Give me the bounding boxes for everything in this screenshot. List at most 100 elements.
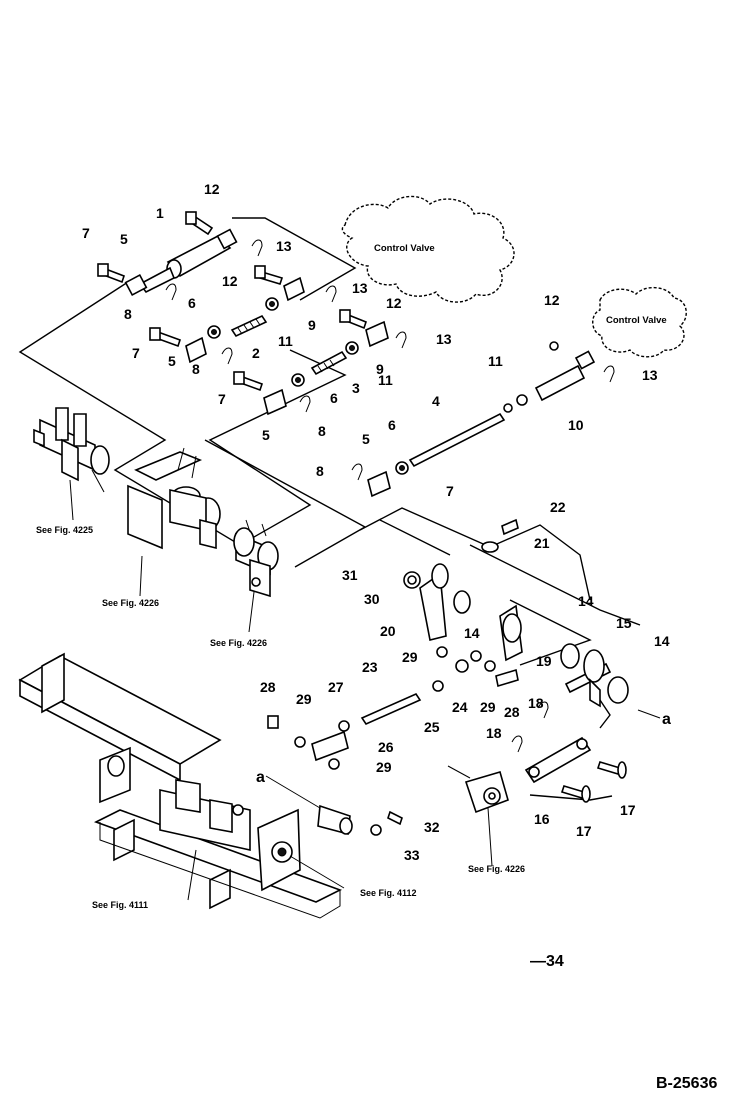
bolt-part-17-a — [596, 761, 627, 779]
callout-13: 13 — [436, 331, 452, 347]
callout-9: 9 — [376, 361, 384, 377]
rod-part-3 — [291, 341, 359, 387]
callout-6: 6 — [188, 295, 196, 311]
callout-8: 8 — [316, 463, 324, 479]
callout-18: 18 — [528, 695, 544, 711]
valve-block-assembly — [159, 779, 251, 851]
callout-29: 29 — [296, 691, 312, 707]
bolt-part-32-nut-33 — [370, 810, 403, 836]
callout-21: 21 — [534, 535, 550, 551]
callout-14: 14 — [578, 593, 594, 609]
callout-12: 12 — [222, 273, 238, 289]
callout-30: 30 — [364, 591, 380, 607]
leader-lines — [69, 479, 661, 901]
see-fig-4112-label: See Fig. 4112 — [360, 888, 417, 898]
callout-15: 15 — [616, 615, 632, 631]
callout-28: 28 — [504, 704, 520, 720]
callout-11: 11 — [278, 333, 293, 349]
callout-29: 29 — [376, 759, 392, 775]
callout-22: 22 — [550, 499, 566, 515]
callout-20: 20 — [380, 623, 396, 639]
callout-5: 5 — [168, 353, 176, 369]
callout-6: 6 — [388, 417, 396, 433]
callout-25: 25 — [424, 719, 440, 735]
washer-part-21-bolt-22 — [481, 518, 519, 553]
drawing-code: B-25636 — [656, 1075, 717, 1092]
callout-12: 12 — [544, 292, 560, 308]
callout-9: 9 — [308, 317, 316, 333]
callout-13: 13 — [276, 238, 292, 254]
clevis-part-5-low — [233, 371, 287, 416]
callout-28: 28 — [260, 679, 276, 695]
cylinder-part-1 — [124, 228, 238, 297]
lever-part-15 — [564, 649, 612, 708]
callout-19: 19 — [536, 653, 552, 669]
link-part-16 — [524, 736, 592, 784]
callout-8: 8 — [318, 423, 326, 439]
callout-3: 3 — [352, 380, 360, 396]
assembly-fig-4226-lower — [233, 519, 279, 598]
callout-labels: 1 12 7 5 13 12 13 8 6 12 11 9 13 7 2 5 8… — [82, 181, 670, 863]
bracket-fig-4226-right — [447, 765, 509, 814]
callout-6: 6 — [330, 390, 338, 406]
callout-29: 29 — [480, 699, 496, 715]
callout-8: 8 — [124, 306, 132, 322]
cotter-pins — [165, 239, 615, 753]
see-fig-4226-label-c: See Fig. 4226 — [468, 864, 525, 874]
callout-32: 32 — [424, 819, 440, 835]
callout-33: 33 — [404, 847, 420, 863]
callout-7: 7 — [218, 391, 226, 407]
callout-29: 29 — [402, 649, 418, 665]
callout-24: 24 — [452, 699, 468, 715]
callout-13: 13 — [352, 280, 368, 296]
lever-part-19 — [499, 604, 523, 662]
assembly-fig-4226-middle — [127, 447, 221, 550]
reference-notes: Control Valve Control Valve See Fig. 422… — [36, 243, 671, 910]
bushing-part-14-a — [453, 590, 471, 614]
bolt-part-17-b — [560, 785, 591, 803]
clevis-part-9-upper — [254, 265, 305, 302]
callout-14: 14 — [654, 633, 670, 649]
control-valve-label-right: Control Valve — [606, 315, 667, 326]
callout-2: 2 — [252, 345, 260, 361]
callout-7: 7 — [132, 345, 140, 361]
see-fig-4226-label-a: See Fig. 4226 — [102, 598, 159, 608]
callout-1: 1 — [156, 205, 164, 221]
callout-16: 16 — [534, 811, 550, 827]
callout-7: 7 — [82, 225, 90, 241]
callout-13: 13 — [642, 367, 658, 383]
callout-12: 12 — [204, 181, 220, 197]
lever-part-20 — [403, 563, 449, 641]
rod-end-part-10 — [534, 341, 596, 402]
bushing-part-14-b — [560, 643, 580, 669]
callout-11: 11 — [378, 372, 393, 388]
callout-17: 17 — [620, 802, 636, 818]
rod-part-4 — [395, 394, 528, 475]
clevis-part-9-right — [339, 309, 389, 348]
ref-a-label-right: a — [662, 711, 671, 728]
rod-part-23 — [360, 646, 519, 726]
callout-26: 26 — [378, 739, 394, 755]
lever-bracket-fig-4112 — [257, 804, 353, 892]
callout-10: 10 — [568, 417, 584, 433]
bolt-part-12-upper — [185, 211, 214, 236]
callout-14: 14 — [464, 625, 480, 641]
callout-5: 5 — [120, 231, 128, 247]
callout-17: 17 — [576, 823, 592, 839]
see-fig-4226-label-b: See Fig. 4226 — [210, 638, 267, 648]
assembly-fig-4225 — [33, 407, 110, 493]
pin-part-26-27 — [267, 715, 350, 770]
callout-31: 31 — [342, 567, 358, 583]
page-number: —34 — [530, 953, 564, 970]
bushing-part-14-c — [607, 676, 629, 704]
callout-18: 18 — [486, 725, 502, 741]
control-valve-cloud-right — [592, 287, 687, 358]
callout-12: 12 — [386, 295, 402, 311]
rod-part-2 — [207, 297, 279, 339]
ref-a-label-lower: a — [256, 769, 265, 786]
callout-11: 11 — [488, 353, 503, 369]
callout-7: 7 — [446, 483, 454, 499]
callout-5: 5 — [262, 427, 270, 443]
clevis-part-5-mid — [149, 327, 207, 364]
callout-4: 4 — [432, 393, 440, 409]
